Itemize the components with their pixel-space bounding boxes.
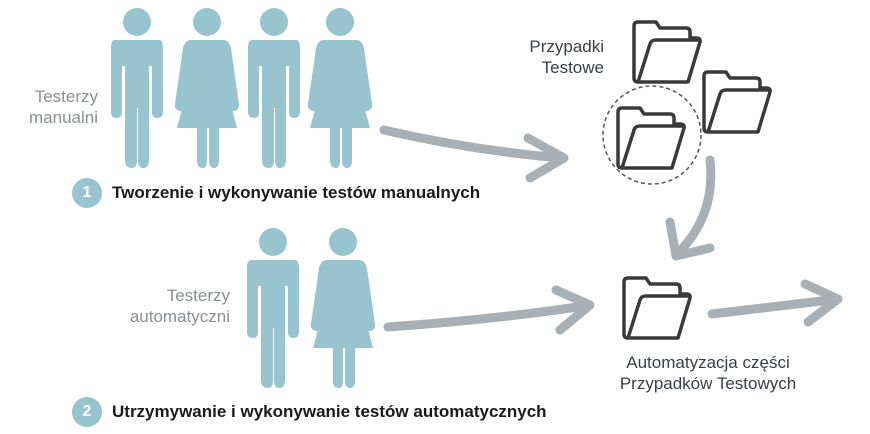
label-line: automatyczni bbox=[129, 307, 230, 326]
dashed-circle bbox=[602, 85, 702, 185]
label-line: Automatyzacja części bbox=[626, 353, 790, 372]
step-number-badge: 2 bbox=[72, 397, 102, 427]
person-male-icon bbox=[111, 8, 163, 168]
step-text: Tworzenie i wykonywanie testów manualnyc… bbox=[112, 183, 481, 202]
folder-icon bbox=[632, 20, 702, 84]
arrows bbox=[379, 125, 843, 335]
label-line: Przypadków Testowych bbox=[619, 374, 797, 393]
automated-testers-label: Testerzy automatyczni bbox=[120, 285, 230, 327]
test-cases-label: Przypadki Testowe bbox=[500, 36, 604, 78]
label-line: manualni bbox=[29, 108, 98, 127]
arrow-automated-to-automation bbox=[383, 301, 590, 332]
folder-icon bbox=[702, 70, 772, 134]
label-line: Przypadki bbox=[529, 37, 604, 56]
automation-label: Automatyzacja części Przypadków Testowyc… bbox=[603, 352, 813, 394]
label-line: Testerzy bbox=[166, 286, 230, 305]
manual-testers-label: Testerzy manualni bbox=[20, 86, 98, 128]
folder-icon bbox=[616, 106, 686, 170]
step-1: 1 Tworzenie i wykonywanie testów manualn… bbox=[72, 178, 480, 208]
manual-testers-group bbox=[111, 8, 373, 168]
person-male-icon bbox=[248, 8, 300, 168]
arrow-automation-out bbox=[707, 295, 835, 319]
label-line: Testowe bbox=[541, 58, 604, 77]
arrow-head bbox=[551, 285, 595, 335]
arrow-testcases-to-automation bbox=[673, 155, 716, 258]
step-2: 2 Utrzymywanie i wykonywanie testów auto… bbox=[72, 397, 547, 427]
arrow-head bbox=[665, 217, 715, 261]
person-female-icon bbox=[307, 8, 373, 168]
arrow-head bbox=[523, 133, 569, 183]
arrow-manual-to-testcases bbox=[379, 125, 565, 163]
arrow-head bbox=[800, 279, 843, 327]
folder-icon bbox=[622, 276, 692, 340]
label-line: Testerzy bbox=[34, 87, 98, 106]
step-text: Utrzymywanie i wykonywanie testów automa… bbox=[112, 402, 547, 421]
person-male-icon bbox=[247, 228, 299, 388]
automated-testers-group bbox=[247, 228, 376, 388]
step-number-badge: 1 bbox=[72, 178, 102, 208]
person-female-icon bbox=[174, 8, 240, 168]
person-female-icon bbox=[310, 228, 376, 388]
